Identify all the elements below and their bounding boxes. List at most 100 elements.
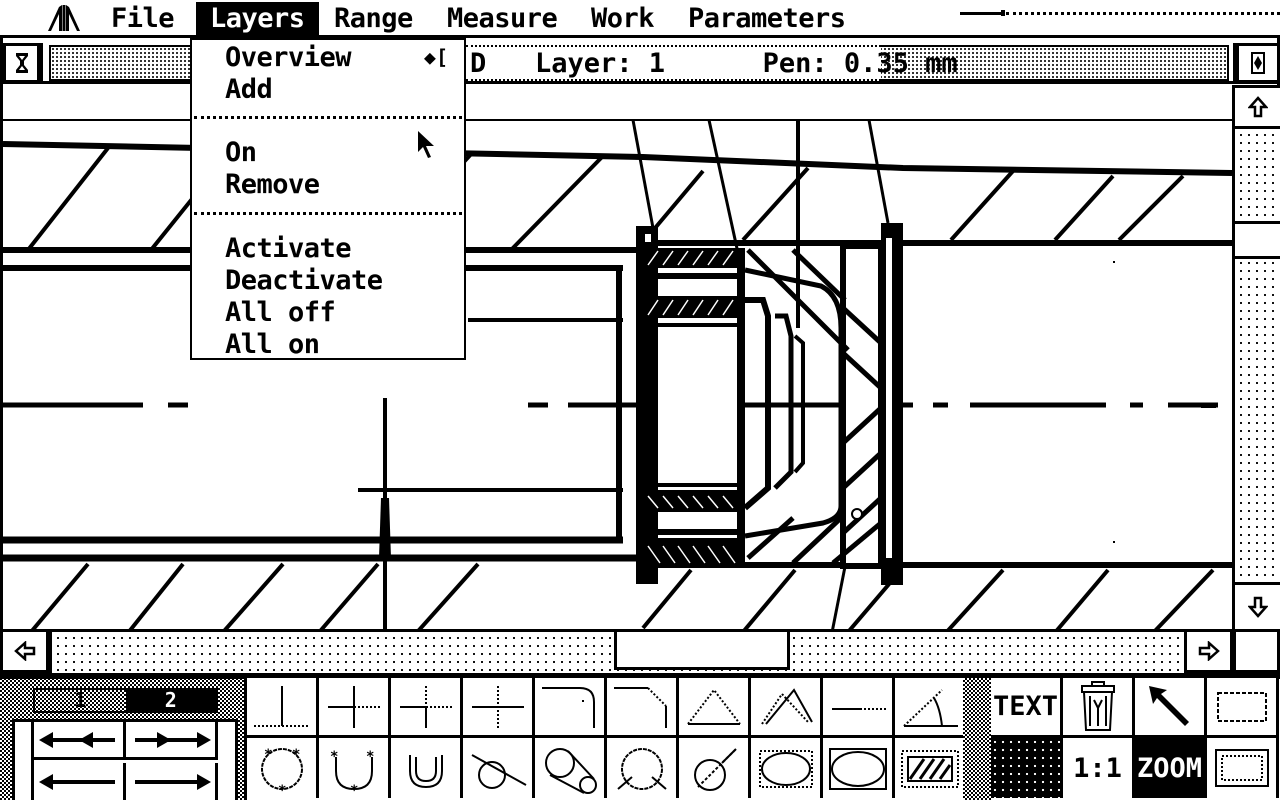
ellipse-box-icon — [828, 747, 887, 790]
fuller-button[interactable] — [1233, 43, 1280, 83]
close-box-icon — [15, 53, 28, 73]
triangle-dotted-icon — [686, 687, 741, 725]
menu-item-all-off[interactable]: All off — [225, 297, 336, 328]
menu-item-remove[interactable]: Remove — [225, 169, 320, 200]
tool-chamfer[interactable] — [607, 678, 679, 738]
menu-range[interactable]: Range — [334, 3, 413, 34]
layer-tabs: 1 2 — [33, 688, 218, 713]
svg-text:*: * — [350, 783, 358, 796]
line-style-double-arrow-left[interactable] — [34, 722, 126, 760]
line-end-panel — [12, 719, 238, 800]
layers-dropdown-menu: Overview ◆[ Add On Remove Activate Deact… — [190, 38, 466, 360]
svg-text:*: * — [278, 783, 286, 796]
angle-lines-icon — [760, 687, 813, 725]
toolbox: 1 2 — [0, 676, 1280, 800]
cross-dotted-corner-icon — [399, 685, 452, 728]
tool-hatch[interactable] — [895, 738, 967, 798]
select-rect-tool[interactable] — [1207, 678, 1279, 738]
tool-tangent-circles[interactable] — [535, 738, 607, 798]
layer-tab-1[interactable]: 1 — [74, 688, 87, 712]
horizontal-scroll-thumb[interactable] — [614, 632, 790, 670]
tool-angle-arc[interactable] — [895, 678, 967, 738]
cad-drawing — [3, 119, 1232, 629]
menu-parameters[interactable]: Parameters — [688, 3, 846, 34]
tool-circle-diameter[interactable] — [679, 738, 751, 798]
arrow-up-icon — [1247, 96, 1268, 118]
tool-line-extension[interactable] — [823, 678, 895, 738]
scroll-down-button[interactable] — [1235, 582, 1280, 629]
zoom-button[interactable]: ZOOM — [1135, 738, 1207, 798]
cross-vertical-dotted-icon — [471, 685, 524, 728]
text-tool[interactable]: TEXT — [991, 678, 1063, 738]
tool-perpendicular-dim[interactable] — [247, 678, 319, 738]
menu-item-deactivate[interactable]: Deactivate — [225, 265, 383, 296]
tool-concentric-arc[interactable] — [391, 738, 463, 798]
vertical-scroll-thumb[interactable] — [1235, 221, 1280, 259]
pointer-tool[interactable] — [1135, 678, 1207, 738]
menubar-slider[interactable] — [960, 10, 1280, 16]
vertical-scroll-track[interactable] — [1235, 129, 1280, 582]
concentric-arc-icon — [408, 754, 443, 788]
line-style-double-arrow-right[interactable] — [126, 722, 218, 760]
close-button[interactable] — [3, 43, 43, 83]
frame-tool[interactable] — [1207, 738, 1279, 798]
atari-logo-icon[interactable] — [48, 4, 80, 32]
hatch-box-icon — [900, 749, 959, 788]
tangent-two-circles-icon — [544, 747, 597, 794]
arrow-left-line-icon — [38, 774, 115, 790]
frame-rect-icon — [1214, 749, 1269, 787]
vertical-scrollbar[interactable] — [1232, 85, 1280, 629]
scale-1-1-button[interactable]: 1:1 — [1063, 738, 1135, 798]
tool-triangle[interactable] — [679, 678, 751, 738]
arrow-down-icon — [1247, 596, 1268, 618]
svg-text:*: * — [366, 749, 374, 765]
tool-circle-3-point[interactable]: *** — [247, 738, 319, 798]
tangent-line-circle-icon — [471, 753, 526, 789]
tool-arc-3-point[interactable]: *** — [319, 738, 391, 798]
layer-tab-2[interactable]: 2 — [125, 690, 216, 711]
line-dotted-extension-icon — [831, 707, 886, 710]
tool-circle-cross[interactable] — [607, 738, 679, 798]
menu-file[interactable]: File — [111, 3, 175, 34]
menu-item-add[interactable]: Add — [225, 74, 273, 105]
window-title-info: D Layer: 1 Pen: 0.35 mm — [466, 45, 958, 81]
menu-work[interactable]: Work — [591, 3, 655, 34]
tool-fillet[interactable] — [535, 678, 607, 738]
tool-tangent-line-circle[interactable] — [463, 738, 535, 798]
menu-bar: File Layers Range Measure Work Parameter… — [0, 0, 1280, 38]
toolbox-separator — [963, 678, 991, 800]
tool-cross-dotted[interactable] — [391, 678, 463, 738]
size-box[interactable] — [1233, 632, 1280, 673]
ellipse-dotted-box-icon — [758, 749, 813, 788]
horizontal-scrollbar[interactable] — [3, 629, 1280, 673]
horizontal-scroll-track[interactable] — [49, 632, 1187, 673]
perpendicular-dim-icon — [253, 685, 310, 727]
tool-cross-vertical-dotted[interactable] — [463, 678, 535, 738]
scroll-right-button[interactable] — [1187, 632, 1233, 673]
menu-item-all-on[interactable]: All on — [225, 329, 320, 360]
arrow-left-icon — [13, 641, 35, 661]
arrow-right-icon — [1198, 641, 1220, 661]
arrow-right-line-icon — [134, 774, 211, 790]
tool-angle-lines[interactable] — [751, 678, 823, 738]
trash-button[interactable] — [1063, 678, 1135, 738]
menu-item-on[interactable]: On — [225, 137, 257, 168]
line-style-arrow-right[interactable] — [126, 763, 218, 800]
line-style-arrow-left[interactable] — [34, 763, 126, 800]
drawing-canvas[interactable] — [3, 85, 1232, 629]
menu-separator — [194, 116, 462, 120]
scroll-up-button[interactable] — [1235, 85, 1280, 129]
dot-pattern-icon — [991, 738, 1060, 798]
menu-measure[interactable]: Measure — [447, 3, 558, 34]
tool-ellipse-dotted-box[interactable] — [751, 738, 823, 798]
fill-pattern-button[interactable] — [991, 738, 1063, 798]
tool-ellipse-box[interactable] — [823, 738, 895, 798]
arc-3-point-icon: *** — [330, 749, 374, 796]
menu-item-overview[interactable]: Overview — [225, 42, 352, 73]
scroll-left-button[interactable] — [3, 632, 49, 673]
fillet-icon — [541, 686, 595, 728]
menu-layers[interactable]: Layers — [196, 2, 319, 35]
tool-cross-dim[interactable] — [319, 678, 391, 738]
svg-text:*: * — [292, 747, 300, 763]
menu-item-activate[interactable]: Activate — [225, 233, 352, 264]
